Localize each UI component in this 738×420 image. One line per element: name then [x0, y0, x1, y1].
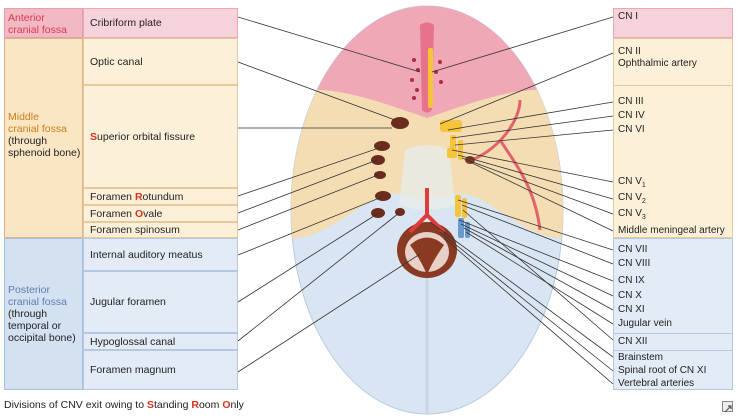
cn5-3-label: CN V3	[618, 208, 646, 224]
expand-icon[interactable]	[722, 401, 733, 413]
caption-part: nly	[230, 399, 244, 411]
hypoglossal-canal-cell: Hypoglossal canal	[83, 333, 238, 350]
foramen-magnum-label: Foramen magnum	[90, 364, 176, 376]
cn11-label: CN XI	[618, 304, 645, 315]
jugular-foramen-label: Jugular foramen	[90, 296, 166, 308]
cn6-label: CN VI	[618, 124, 645, 135]
cribriform-plate-cell: Cribriform plate	[83, 8, 238, 38]
cn5-3-text: CN V	[618, 208, 642, 219]
cn2-label: CN II	[618, 46, 641, 57]
posterior-fossa-title-line1: Posterior	[8, 284, 51, 296]
posterior-fossa-title-line2: cranial fossa	[8, 296, 67, 308]
brainstem-label: Brainstem	[618, 352, 664, 363]
rotundum-highlight-letter: R	[134, 190, 143, 203]
middle-fossa-panel: Middle cranial fossa (through sphenoid b…	[4, 38, 83, 238]
mnemonic-caption: Divisions of CNV exit owing to Standing …	[4, 399, 244, 411]
caption-part: tanding	[154, 399, 192, 411]
foramen-rotundum-label: Foramen Rotundum	[90, 191, 183, 203]
right-middle-panel	[613, 38, 733, 238]
cn4-label: CN IV	[618, 110, 645, 121]
cn10-label: CN X	[618, 290, 642, 301]
cn5-1-label: CN V1	[618, 176, 646, 192]
rotundum-suffix: otundum	[142, 190, 184, 203]
cn5-1-subscript: 1	[641, 182, 646, 189]
foramen-spinosum-label: Foramen spinosum	[90, 224, 180, 236]
cn3-label: CN III	[618, 96, 644, 107]
cn5-2-text: CN V	[618, 192, 642, 203]
right-divider	[613, 350, 733, 351]
hypoglossal-canal-label: Hypoglossal canal	[90, 335, 176, 348]
right-posterior-panel	[613, 238, 733, 390]
caption-highlight-r: R	[191, 399, 199, 411]
right-divider	[613, 85, 733, 86]
internal-auditory-meatus-label: Internal auditory meatus	[90, 248, 203, 261]
optic-canal-label: Optic canal	[90, 55, 143, 68]
caption-part: oom	[198, 399, 223, 411]
cn5-2-label: CN V2	[618, 192, 646, 208]
ovale-highlight-letter: O	[134, 207, 144, 220]
spinal-root-cn11-label: Spinal root of CN XI	[618, 365, 707, 376]
jugular-foramen-cell: Jugular foramen	[83, 271, 238, 333]
middle-fossa-title-line1: Middle	[8, 111, 39, 123]
posterior-fossa-sub-line3: occipital bone)	[8, 332, 76, 344]
cn5-2-subscript: 2	[641, 198, 646, 205]
caption-highlight-o: O	[222, 399, 231, 411]
cn1-label: CN I	[618, 11, 638, 22]
cn5-3-subscript: 3	[641, 214, 646, 221]
posterior-fossa-sub-line2: temporal or	[8, 320, 62, 332]
jugular-vein-label: Jugular vein	[618, 318, 672, 329]
superior-orbital-fissure-label: Superior orbital fissure	[90, 131, 195, 143]
foramen-ovale-cell: Foramen Ovale	[83, 205, 238, 222]
sof-rest: uperior orbital fissure	[97, 130, 196, 143]
cribriform-plate-label: Cribriform plate	[90, 17, 162, 29]
sof-highlight-letter: S	[90, 130, 98, 143]
optic-canal-cell: Optic canal	[83, 38, 238, 85]
foramen-magnum-cell: Foramen magnum	[83, 350, 238, 390]
right-divider	[613, 333, 733, 334]
cn5-1-text: CN V	[618, 176, 642, 187]
foramen-spinosum-cell: Foramen spinosum	[83, 222, 238, 238]
middle-meningeal-artery-label: Middle meningeal artery	[618, 225, 725, 236]
right-anterior-panel	[613, 8, 733, 38]
anterior-fossa-title-line1: Anterior	[8, 12, 45, 24]
foramen-rotundum-cell: Foramen Rotundum	[83, 188, 238, 205]
superior-orbital-fissure-cell: Superior orbital fissure	[83, 85, 238, 188]
ovale-prefix: Foramen	[90, 207, 135, 220]
cn7-label: CN VII	[618, 244, 648, 255]
middle-fossa-sub-line1: (through	[8, 135, 48, 147]
caption-part: Divisions of CNV exit owing to	[4, 399, 147, 411]
anterior-fossa-panel: Anterior cranial fossa	[4, 8, 83, 38]
cn8-label: CN VIII	[618, 258, 651, 269]
foramen-ovale-label: Foramen Ovale	[90, 208, 162, 220]
leader-lines	[237, 16, 614, 385]
caption-highlight-s: S	[146, 399, 154, 411]
cn9-label: CN IX	[618, 275, 645, 286]
middle-fossa-sub-line2: sphenoid bone)	[8, 147, 81, 159]
ovale-suffix: vale	[143, 207, 163, 220]
cn12-label: CN XII	[618, 336, 648, 347]
posterior-fossa-panel: Posterior cranial fossa (through tempora…	[4, 238, 83, 390]
skull-base	[290, 5, 564, 415]
posterior-fossa-sub-line1: (through	[8, 308, 48, 320]
vertebral-arteries-label: Vertebral arteries	[618, 378, 695, 389]
middle-fossa-title-line2: cranial fossa	[8, 123, 67, 135]
anterior-fossa-title-line2: cranial fossa	[8, 24, 67, 36]
internal-auditory-meatus-cell: Internal auditory meatus	[83, 238, 238, 271]
ophthalmic-artery-label: Ophthalmic artery	[618, 58, 697, 69]
rotundum-prefix: Foramen	[90, 190, 135, 203]
